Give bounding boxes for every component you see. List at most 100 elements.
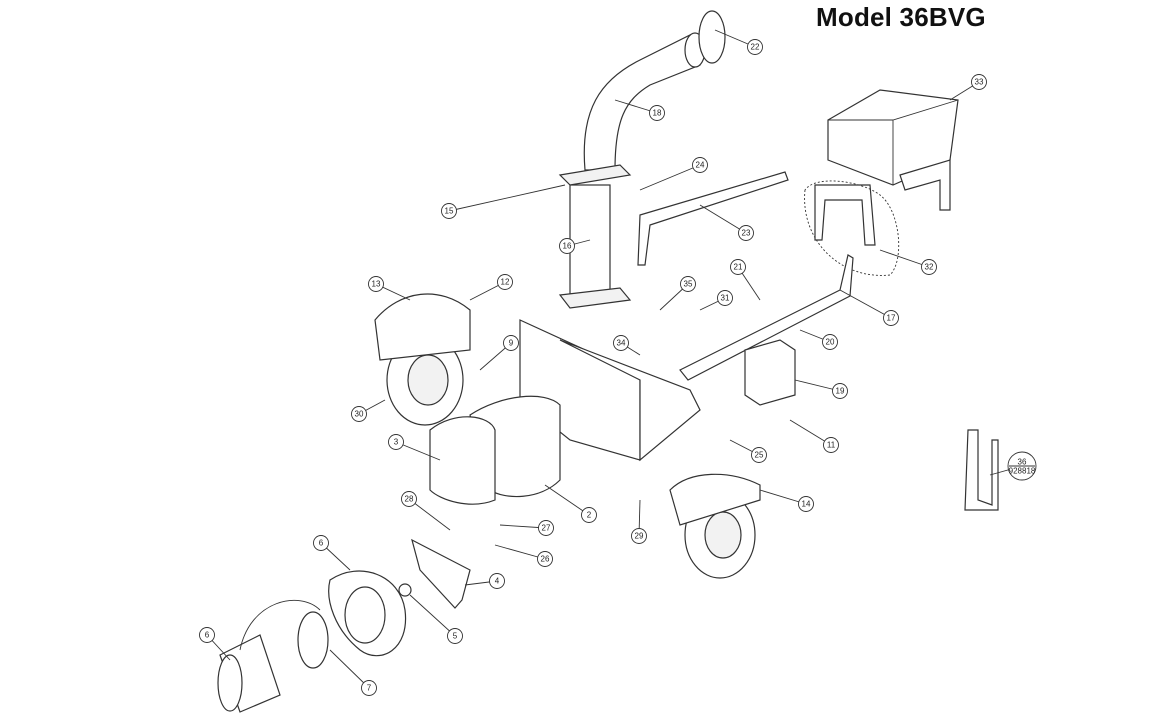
callout-circle [559, 238, 575, 254]
callout-number: 15 [445, 207, 454, 216]
callout-circle [751, 447, 767, 463]
callout-number: 6 [319, 539, 324, 548]
callout-circle [649, 105, 665, 121]
leader-line [839, 289, 892, 319]
callout-circle [538, 520, 554, 536]
clamp-ring [297, 611, 329, 669]
callout-28: 28 [401, 491, 451, 531]
callout-circle [730, 259, 746, 275]
callout-number: 17 [887, 314, 896, 323]
leader-line [759, 489, 807, 505]
callout-15: 15 [441, 184, 566, 219]
leader-line [639, 164, 701, 191]
inlet-ring [344, 586, 386, 644]
callout-13: 13 [368, 276, 411, 301]
callout-number: 24 [696, 161, 705, 170]
callout-16: 16 [559, 238, 591, 254]
callout-circle [368, 276, 384, 292]
deck-plate [559, 339, 701, 462]
callout-35: 35 [659, 276, 696, 311]
callout-circle [351, 406, 367, 422]
callout-number: 5 [453, 632, 458, 641]
callout-number: 14 [802, 500, 811, 509]
engine-hood [827, 89, 959, 211]
callout-number: 9 [509, 339, 514, 348]
fuel-tank [744, 339, 796, 406]
callout-20: 20 [799, 329, 838, 350]
callout-circle [631, 528, 647, 544]
callout-24: 24 [639, 157, 708, 191]
wheel-left [374, 293, 471, 426]
callout-circle [832, 383, 848, 399]
washer [398, 583, 412, 597]
callout-number: 36 [1018, 458, 1027, 467]
callout-circle [581, 507, 597, 523]
callout-number: 27 [542, 524, 551, 533]
callout-33: 33 [949, 74, 987, 101]
callout-circle [497, 274, 513, 290]
callout-6: 6 [199, 627, 231, 661]
callout-circle [971, 74, 987, 90]
callout-number: 6 [205, 631, 210, 640]
leader-line [544, 484, 590, 516]
callout-12: 12 [469, 274, 513, 301]
callout-number: 32 [925, 263, 934, 272]
callout-number: 20 [826, 338, 835, 347]
callout-11: 11 [789, 419, 839, 453]
callout-number: 19 [836, 387, 845, 396]
callout-17: 17 [839, 289, 899, 326]
callout-number: 18 [653, 109, 662, 118]
callout-circle [823, 437, 839, 453]
callout-9: 9 [479, 335, 519, 371]
callout-number: 23 [742, 229, 751, 238]
discharge-chute [583, 10, 726, 171]
callout-18: 18 [614, 99, 665, 121]
model-title: Model 36BVG [816, 2, 986, 32]
callout-circle [747, 39, 763, 55]
callout-circle [717, 290, 733, 306]
callout-number: 13 [372, 280, 381, 289]
callout-3: 3 [388, 434, 441, 461]
callout-number: 26 [541, 555, 550, 564]
callout-circle [738, 225, 754, 241]
callout-circle [692, 157, 708, 173]
callout-2: 2 [544, 484, 597, 523]
hood-bracket-outline [804, 180, 900, 276]
callout-circle [613, 335, 629, 351]
callout-19: 19 [794, 379, 848, 399]
leader-line [494, 544, 546, 560]
callout-30: 30 [351, 399, 386, 422]
callout-4: 4 [464, 573, 505, 589]
callout-circle [199, 627, 215, 643]
callout-circle [503, 335, 519, 351]
callout-7: 7 [329, 649, 377, 696]
callout-34: 34 [613, 335, 641, 356]
callout-number: 11 [827, 441, 836, 450]
leader-line [408, 498, 451, 531]
callout-circle [822, 334, 838, 350]
callout-circle [401, 491, 417, 507]
callout-circle [680, 276, 696, 292]
callout-25: 25 [729, 439, 767, 463]
callout-circle [489, 573, 505, 589]
callout-circle [441, 203, 457, 219]
callout-number: 2 [587, 511, 592, 520]
callout-32: 32 [879, 249, 937, 275]
callout-circle [447, 628, 463, 644]
callout-number: 22 [751, 43, 760, 52]
callout-number: 25 [755, 451, 764, 460]
part-number: 928818 [1009, 467, 1036, 476]
fan-rotor [411, 538, 471, 609]
callout-31: 31 [699, 290, 733, 311]
callout-29: 29 [631, 499, 647, 544]
callout-number: 31 [721, 294, 730, 303]
callout-circle [313, 535, 329, 551]
callout-14: 14 [759, 489, 814, 512]
leader-line [699, 204, 747, 234]
callout-21: 21 [730, 259, 761, 301]
callout-23: 23 [699, 204, 754, 241]
callout-circle [361, 680, 377, 696]
wheel-right [669, 473, 761, 579]
